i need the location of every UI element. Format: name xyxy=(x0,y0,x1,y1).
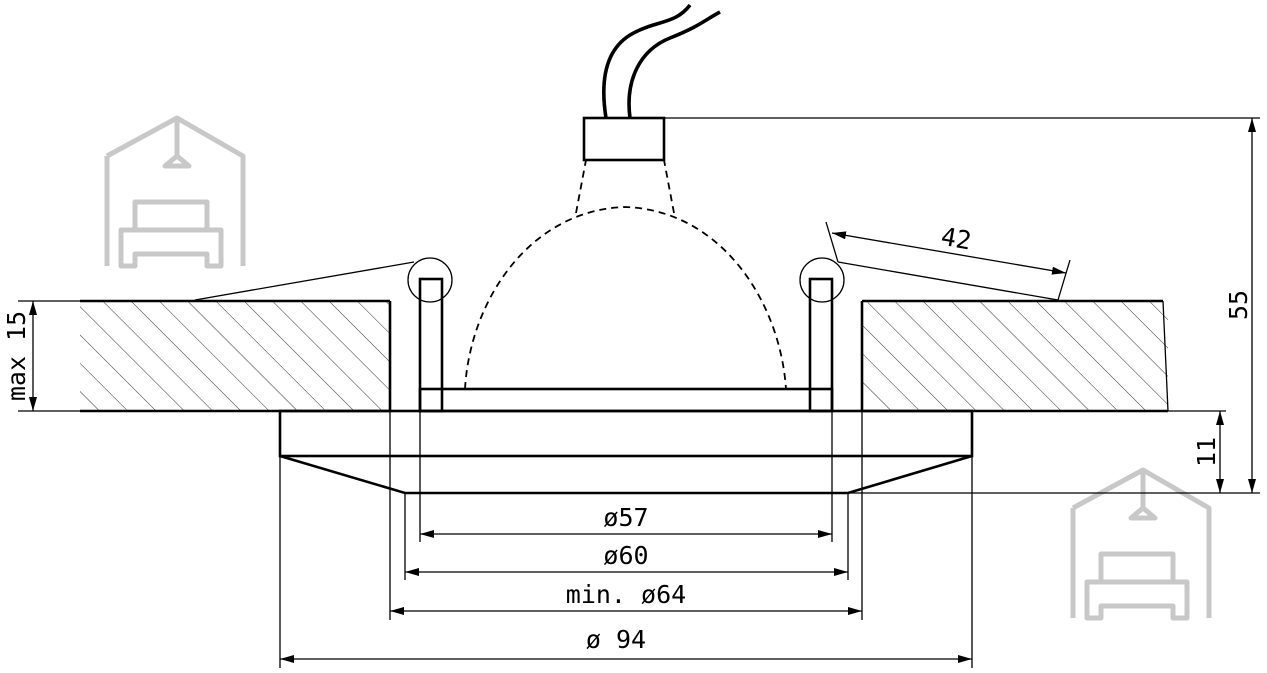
dimension-height-trim: 11 xyxy=(1168,410,1226,493)
fixture-body xyxy=(418,277,834,413)
d64-label: min. ø64 xyxy=(566,580,686,609)
trim-ring xyxy=(278,409,974,495)
diameter-extension-lines xyxy=(279,411,973,668)
dimension-d57: ø57 xyxy=(420,503,832,538)
dimension-d60: ø60 xyxy=(405,541,848,576)
ceiling-thickness-label: max 15 xyxy=(2,311,31,401)
dimension-tilt: 42 xyxy=(825,222,1071,301)
dimension-ceiling-thickness: max 15 xyxy=(2,300,80,412)
bulb-outline xyxy=(464,159,787,390)
ceiling-panel-right xyxy=(860,299,1169,413)
height-trim-label: 11 xyxy=(1192,437,1221,467)
spring-clip-left xyxy=(194,257,453,303)
d57-label: ø57 xyxy=(603,503,648,532)
d60-label: ø60 xyxy=(603,541,648,570)
house-with-sofa-icon xyxy=(104,115,246,269)
cable xyxy=(602,3,721,119)
watermark-logo-left xyxy=(104,115,246,269)
dimension-d64: min. ø64 xyxy=(390,580,862,615)
height-total-label: 55 xyxy=(1224,290,1253,320)
socket xyxy=(582,116,666,162)
watermark-logo-right xyxy=(1070,467,1212,621)
dimension-d94: ø 94 xyxy=(280,625,972,663)
d94-label: ø 94 xyxy=(586,625,646,654)
tilt-label: 42 xyxy=(939,222,974,256)
dimension-height-total: 55 xyxy=(664,117,1260,494)
ceiling-panel-left xyxy=(80,299,392,413)
house-with-sofa-icon xyxy=(1070,467,1212,621)
